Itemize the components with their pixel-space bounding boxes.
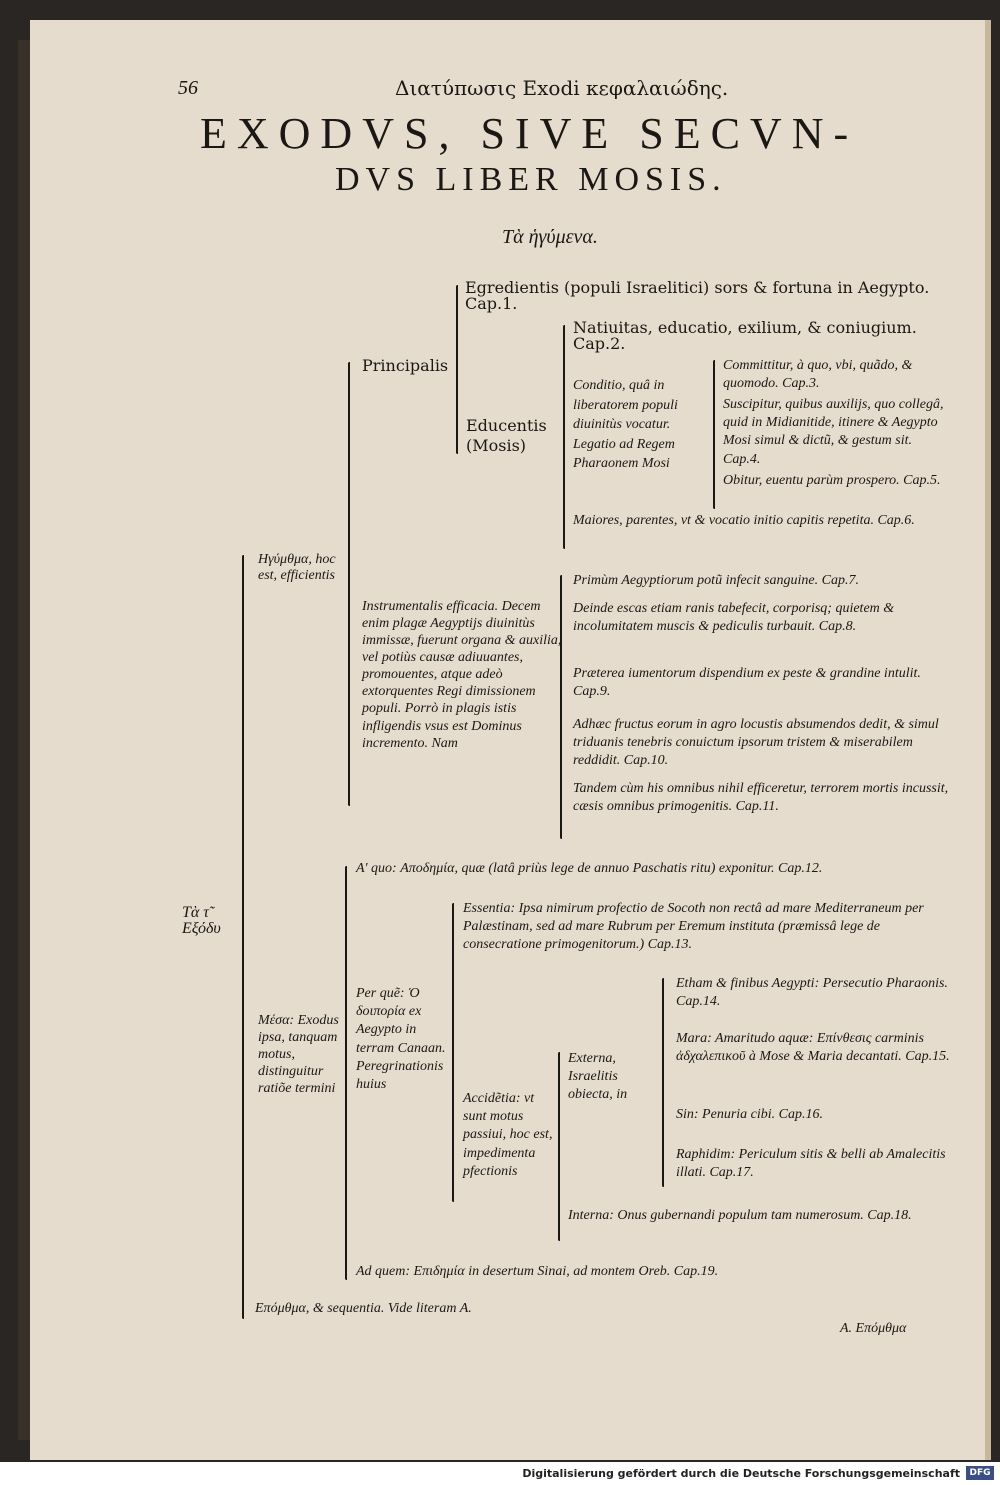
plague-tandem: Tandem cùm his omnibus nihil efficeretur… [573, 781, 949, 815]
raphidim-text: Raphidim: Periculum sitis & belli ab Ama… [676, 1147, 946, 1181]
dfg-logo: DFG [966, 1466, 994, 1480]
suscipitur-text: Suscipitur, quibus auxilijs, quo collegâ… [723, 397, 944, 467]
hegemena-bracket [348, 362, 350, 806]
catchword: A. Επόμθμα [840, 1321, 907, 1336]
running-head: Διατύπωσις Exodi κεφαλαιώδης. [395, 76, 729, 100]
natiuitas-text: Natiuitas, educatio, exilium, & coniugiu… [573, 318, 917, 353]
essentia-text: Essentia: Ipsa nimirum profectio de Soco… [463, 901, 924, 953]
etham-text: Etham & finibus Aegypti: Persecutio Phar… [676, 976, 948, 1010]
plague-deinde: Deinde escas etiam ranis tabefecit, corp… [573, 601, 895, 635]
a-quo-text: A' quo: Αποδημία, quæ (latâ priùs lege d… [356, 861, 823, 876]
plague-praeterea: Præterea iumentorum dispendium ex peste … [573, 666, 921, 700]
book-spine [18, 40, 32, 1440]
educentis-label: Educentis (Mosis) [466, 416, 547, 455]
instrumentalis-bracket [560, 575, 562, 839]
root-label: Τὰ τ῀ Εξόδυ [182, 904, 221, 937]
plague-primum: Primùm Aegyptiorum potũ infecit sanguine… [573, 573, 859, 588]
mesa-bracket [345, 866, 347, 1280]
mara-text: Mara: Amaritudo aquæ: Επίνθεσις carminis… [676, 1031, 950, 1065]
conditio-bracket [713, 360, 715, 509]
sin-text: Sin: Penuria cibi. Cap.16. [676, 1107, 823, 1122]
subtitle: Τὰ ἡγύμενα. [502, 226, 598, 248]
funding-credit: Digitalisierung gefördert durch die Deut… [522, 1467, 960, 1480]
epomena-text: Επόμθμα, & sequentia. Vide literam A. [255, 1301, 472, 1316]
principalis-label: Principalis [362, 356, 449, 375]
root-bracket [242, 555, 244, 1319]
externa-text: Externa, Israelitis obiecta, in [568, 1051, 628, 1103]
committitur-text: Committitur, à quo, vbi, quãdo, & quomod… [723, 358, 913, 392]
hegemena-label: Ηγύμθμα, hoc est, efficientis [258, 552, 336, 584]
plague-adhaec: Adhæc fructus eorum in agro locustis abs… [573, 717, 939, 769]
page-number: 56 [178, 77, 198, 99]
maiores-text: Maiores, parentes, vt & vocatio initio c… [573, 513, 915, 528]
conditio-text: Conditio, quâ in liberatorem populi diui… [573, 378, 678, 472]
egredientis-text: Egredientis (populi Israelitici) sors & … [465, 278, 930, 313]
instrumentalis-text: Instrumentalis efficacia. Decem enim pla… [362, 599, 562, 751]
educentis-bracket [563, 325, 565, 549]
per-que-bracket [452, 903, 454, 1202]
accidentia-text: Accidẽtia: vt sunt motus passiui, hoc es… [463, 1091, 553, 1179]
obitur-text: Obitur, euentu parùm prospero. Cap.5. [723, 473, 941, 488]
principalis-bracket [456, 285, 458, 454]
per-que-text: Per quẽ: Ὁ δοιπορία ex Aegypto in terram… [356, 986, 446, 1092]
book-page [30, 20, 991, 1460]
title-line-1: EXODVS, SIVE SECVN- [200, 109, 859, 158]
ad-quem-text: Ad quem: Επιδημία in desertum Sinai, ad … [356, 1264, 719, 1279]
interna-text: Interna: Onus gubernandi populum tam num… [568, 1208, 912, 1223]
accidentia-bracket [558, 1052, 560, 1241]
title-line-2: DVS LIBER MOSIS. [335, 161, 727, 198]
externa-bracket [662, 978, 664, 1187]
digitization-footer: Digitalisierung gefördert durch die Deut… [0, 1462, 1000, 1485]
mesa-label: Μέσα: Exodus ipsa, tanquam motus, distin… [258, 1013, 339, 1097]
